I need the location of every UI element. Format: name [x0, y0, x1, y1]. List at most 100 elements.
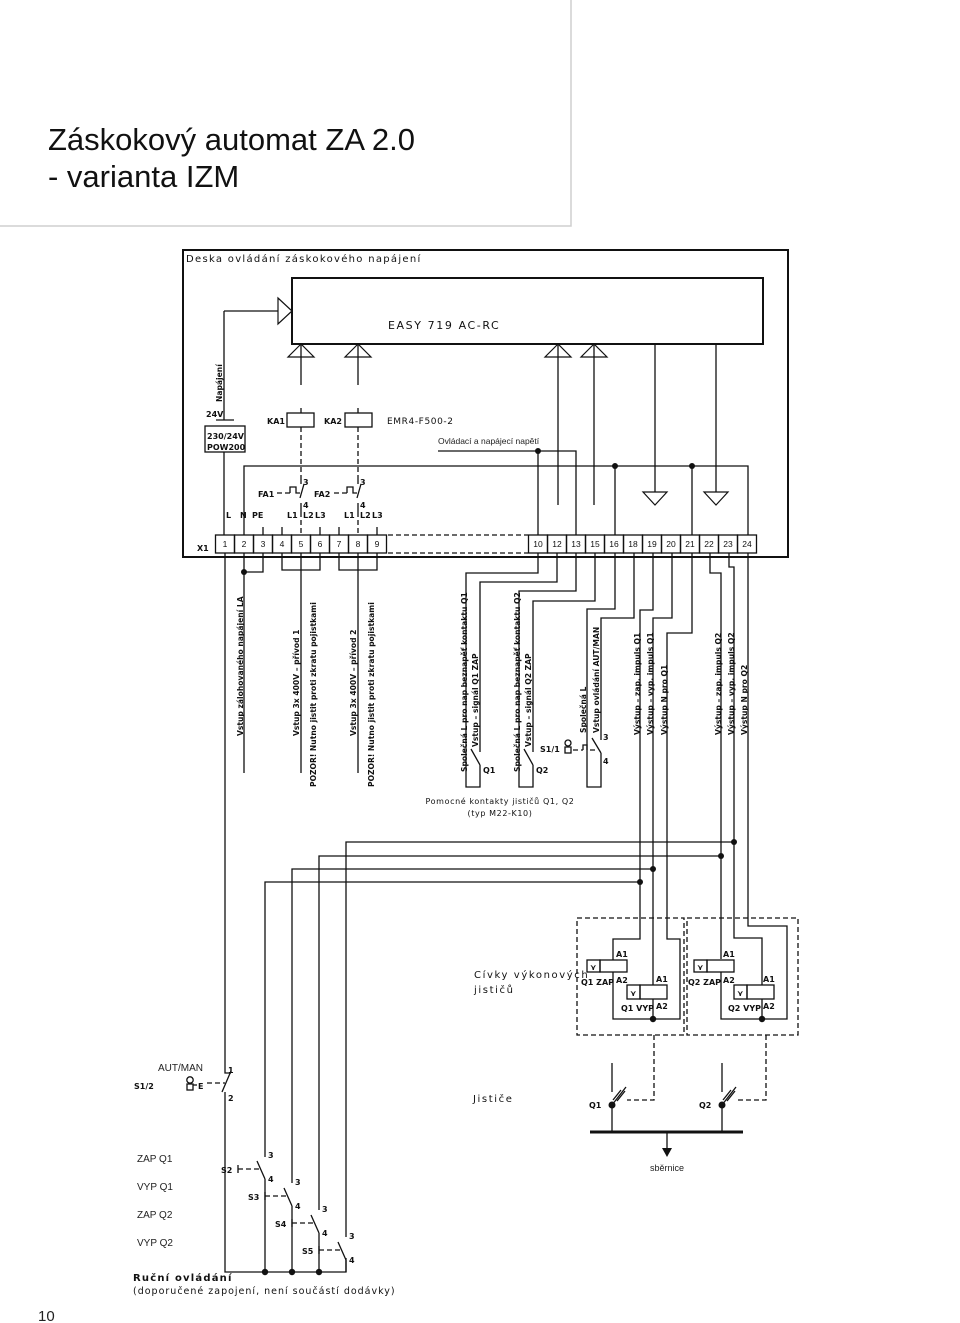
breaker-q1-label: Q1	[589, 1101, 602, 1110]
arrow-down-icon	[641, 491, 669, 506]
pushbutton-label: S5	[302, 1247, 314, 1256]
terminal-number: 5	[299, 539, 304, 549]
label-feed1-warning: POZOR! Nutno jistit proti zkratu pojistk…	[309, 602, 318, 787]
breaker-q1-icon	[608, 1063, 627, 1132]
fa2-contact	[334, 427, 362, 535]
a1-label: A1	[656, 975, 668, 984]
junction-dot	[718, 853, 724, 859]
l2-label: L2	[360, 511, 371, 520]
manual-row-label: VYP Q2	[137, 1238, 173, 1249]
junction-dot	[758, 1015, 766, 1023]
junction-dot	[612, 463, 618, 469]
label-autman-input: Vstup ovládání AUT/MAN	[592, 627, 601, 733]
plc-label: EASY 719 AC-RC	[388, 319, 500, 332]
label-feed2-warning: POZOR! Nutno jistit proti zkratu pojistk…	[367, 602, 376, 787]
a1-label: A1	[763, 975, 775, 984]
terminal-number: 3	[261, 539, 266, 549]
coil-q2-off	[733, 984, 775, 1000]
plc-box	[291, 277, 764, 345]
input-arrow-icon	[277, 296, 293, 326]
coil-q1-off-label: Q1 VYP	[621, 1004, 654, 1013]
page-frame	[0, 0, 572, 227]
psu-label: 230/24V	[207, 432, 245, 441]
s1-2-e-label: E	[198, 1082, 203, 1091]
manual-row-label: VYP Q1	[137, 1182, 173, 1193]
label-signal-q2: Vstup – signál Q2 ZAP	[524, 653, 533, 747]
label-feed2: Vstup 3x 400V – přívod 2	[349, 630, 358, 736]
key-switch-icon	[564, 739, 597, 754]
fa1-label: FA1	[258, 490, 275, 499]
coil-q1-on	[586, 959, 628, 973]
autman-label: AUT/MAN	[158, 1063, 203, 1074]
l3-label: L3	[315, 511, 326, 520]
label-out-off-q2: Výstup – vyp. impuls Q2	[727, 632, 736, 735]
terminal-number: 8	[356, 539, 361, 549]
pushbutton-label: S4	[275, 1220, 287, 1229]
coil-symbol-icon: ⋎	[737, 989, 744, 998]
terminal-number: 1	[223, 539, 228, 549]
page-title-line2: - varianta IZM	[48, 159, 239, 194]
breaker-q2-icon	[718, 1063, 737, 1132]
coils-caption-2: jističů	[473, 984, 515, 996]
terminal-strip-gap	[388, 534, 528, 554]
relay-ka2-coil	[344, 412, 373, 428]
q1-coil-box	[576, 917, 685, 1036]
pushbutton-contact[interactable]	[318, 1241, 347, 1272]
l1-label: L1	[287, 511, 298, 520]
breaker-q2-label: Q2	[699, 1101, 711, 1110]
q2-coil-box	[686, 917, 799, 1036]
arrow-down-icon	[662, 1148, 672, 1157]
a2-label: A2	[656, 1002, 668, 1011]
label-backup-input: Vstup zálohovaného napájení LA	[236, 596, 245, 736]
terminal-number: 23	[723, 539, 733, 549]
label-common-q2: Společná L pro nap beznapěť kontaktu Q2	[513, 592, 522, 772]
label-out-n-q2: Výstup N pro Q2	[740, 665, 749, 735]
a2-label: A2	[723, 976, 735, 985]
key-switch-icon	[186, 1076, 197, 1091]
pushbutton-contact[interactable]	[264, 1187, 293, 1272]
pin4-label: 4	[349, 1256, 355, 1265]
terminal-number: 4	[280, 539, 285, 549]
fa2-pin3: 3	[360, 478, 366, 487]
mechanical-link	[627, 1035, 767, 1101]
signal-wires	[465, 553, 788, 1020]
coil-q2-on-label: Q2 ZAP	[688, 978, 721, 987]
aux-contact-q2-label: Q2	[536, 766, 548, 775]
power-label: Napájení	[215, 364, 224, 402]
relay-ka1-coil	[286, 412, 315, 428]
aux-contacts-caption: Pomocné kontakty jističů Q1, Q2	[426, 796, 575, 806]
pin3-label: 3	[268, 1151, 274, 1160]
terminal-number: 18	[628, 539, 638, 549]
terminal-number: 22	[704, 539, 714, 549]
l3-label: L3	[372, 511, 383, 520]
terminal-number: 21	[685, 539, 695, 549]
l2-label: L2	[303, 511, 314, 520]
pin3-label: 3	[349, 1232, 355, 1241]
terminal-ticks	[262, 527, 378, 535]
aux-contacts-type: (typ M22-K10)	[468, 809, 533, 818]
power-wire	[216, 310, 278, 535]
s1-2-label: S1/2	[134, 1082, 154, 1091]
coil-q2-off-label: Q2 VYP	[728, 1004, 761, 1013]
terminal-number: 20	[666, 539, 676, 549]
coils-caption: Cívky výkonových	[474, 969, 589, 981]
terminal-number: 9	[375, 539, 380, 549]
coil-symbol-icon: ⋎	[630, 989, 637, 998]
arrow-down-icon	[702, 491, 730, 506]
junction-dot	[261, 1268, 269, 1276]
fa1-pin4: 4	[303, 501, 309, 510]
fa1-contact	[277, 427, 305, 535]
manual-caption-note: (doporučené zapojení, není součástí dodá…	[133, 1286, 396, 1297]
junction-dot	[241, 569, 247, 575]
pe-label: PE	[252, 511, 263, 520]
coil-symbol-icon: ⋎	[697, 963, 704, 972]
pushbutton-contact[interactable]	[237, 1160, 266, 1272]
a1-label: A1	[723, 950, 735, 959]
label-out-on-q2: Výstup – zap. impuls Q2	[714, 633, 723, 735]
terminal-number: 7	[337, 539, 342, 549]
pushbutton-label: S3	[248, 1193, 259, 1202]
psu-box	[204, 425, 246, 453]
board-title: Deska ovládání záskokového napájení	[186, 253, 422, 265]
